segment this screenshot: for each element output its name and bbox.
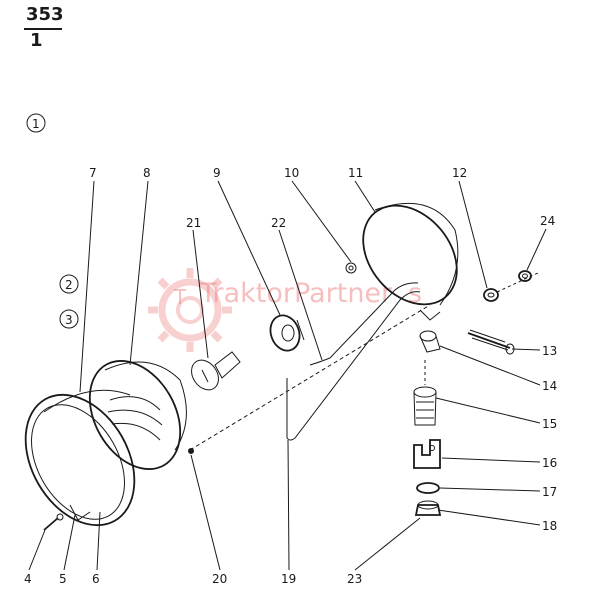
headlamp-reflector: [88, 360, 187, 470]
callout-21: 21: [186, 216, 201, 230]
callout-14: 14: [542, 379, 557, 393]
grommet: [345, 262, 357, 274]
cable: [309, 282, 419, 366]
callout-8: 8: [143, 166, 151, 180]
svg-text:1: 1: [32, 117, 40, 131]
assembly-axis: [189, 304, 431, 451]
page-number-bottom: 1: [30, 30, 43, 51]
callout-9: 9: [213, 166, 221, 180]
callout-17: 17: [542, 485, 557, 499]
callout-labels: 4 5 6 7 8 9 10 11 12 13 14 15 16 17 18 1…: [24, 166, 557, 586]
stud: [413, 386, 437, 426]
callout-12: 12: [452, 166, 467, 180]
callout-11: 11: [348, 166, 363, 180]
variant-marker-3: 3: [59, 309, 79, 329]
watermark: T TraktorPartner s: [148, 268, 422, 352]
spring-washer: [416, 482, 440, 494]
callout-16: 16: [542, 456, 557, 470]
washer-axis: [496, 271, 541, 293]
page-number-rule: [24, 28, 62, 30]
callout-5: 5: [59, 572, 67, 586]
callout-19: 19: [281, 572, 296, 586]
callout-7: 7: [89, 166, 97, 180]
bolt: [467, 329, 515, 355]
leader-lines: [28, 180, 547, 571]
bulb-holder: [269, 314, 305, 352]
callout-10: 10: [284, 166, 299, 180]
callout-4: 4: [24, 572, 32, 586]
callout-18: 18: [542, 519, 557, 533]
page-number-top: 353: [26, 4, 64, 25]
callout-24: 24: [540, 214, 555, 228]
callout-23: 23: [347, 572, 362, 586]
variant-marker-1: 1: [26, 113, 46, 133]
callout-6: 6: [92, 572, 100, 586]
nut: [414, 500, 442, 516]
headlamp-bezel: [24, 389, 136, 527]
wire-harness: [286, 291, 421, 441]
bezel-screw: [43, 513, 64, 531]
mounting-bracket: [413, 439, 441, 469]
sleeve: [419, 330, 441, 353]
headlamp-housing: [362, 202, 459, 321]
watermark-suffix: s: [408, 278, 422, 309]
washer-12: [483, 288, 499, 302]
watermark-gear-initial: T: [173, 285, 187, 309]
small-nut: [188, 448, 194, 454]
gear-icon: T: [148, 268, 232, 352]
svg-text:2: 2: [65, 278, 73, 292]
callout-13: 13: [542, 344, 557, 358]
bulb: [191, 351, 241, 391]
svg-text:3: 3: [65, 313, 73, 327]
callout-22: 22: [271, 216, 286, 230]
callout-15: 15: [542, 417, 557, 431]
callout-20: 20: [212, 572, 227, 586]
variant-marker-2: 2: [59, 274, 79, 294]
watermark-brand: TraktorPartner: [199, 278, 393, 309]
